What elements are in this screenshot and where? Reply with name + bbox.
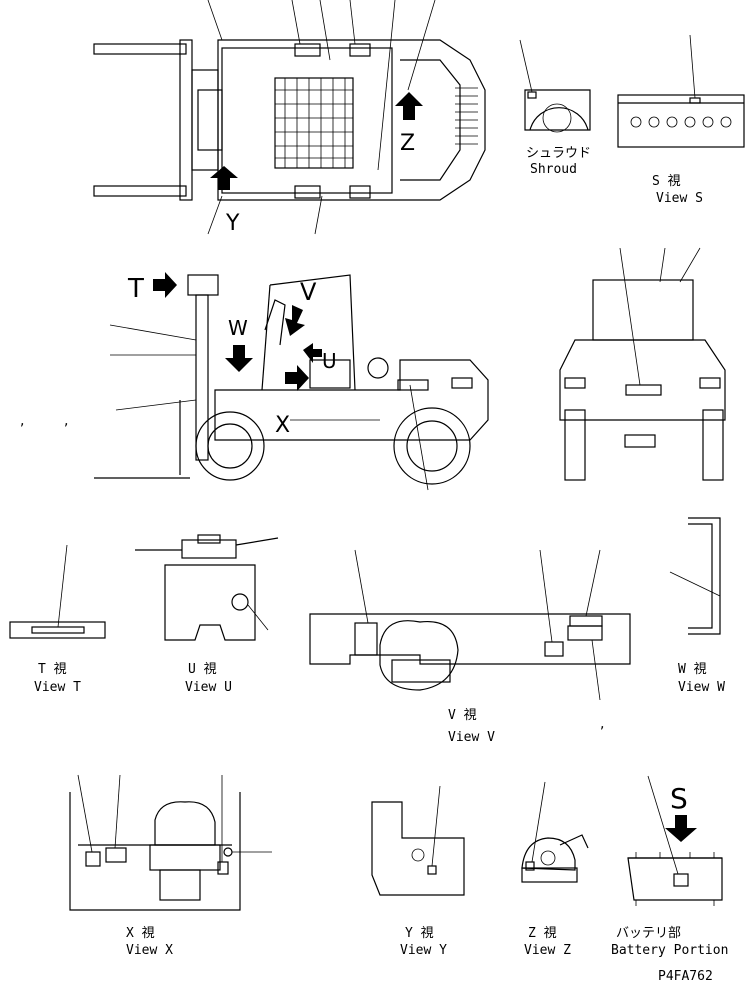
shroud-jp-label: シュラウド xyxy=(526,146,591,161)
view-s-jp-label: S 視 xyxy=(652,174,681,189)
view-u-detail: U 視 View U xyxy=(135,534,279,695)
rear-view-forklift xyxy=(559,247,726,481)
view-t-en-label: View T xyxy=(34,680,81,695)
battery-jp-label: バッテリ部 xyxy=(616,926,681,941)
comma-mark-3: , xyxy=(600,716,604,732)
letter-s: S xyxy=(670,782,688,815)
view-x-jp-label: X 視 xyxy=(126,926,155,941)
view-v-detail: V 視 View V , xyxy=(309,549,631,745)
shroud-en-label: Shroud xyxy=(530,162,577,177)
comma-mark-2: , xyxy=(64,413,68,429)
view-y-en-label: View Y xyxy=(400,943,447,958)
side-view-forklift: T W V U X , , xyxy=(20,272,489,491)
view-t-detail: T 視 View T xyxy=(9,544,106,695)
view-v-en-label: View V xyxy=(448,730,495,745)
view-w-jp-label: W 視 xyxy=(678,662,707,677)
view-z-detail: Z 視 View Z xyxy=(521,781,589,958)
battery-en-label: Battery Portion xyxy=(611,943,728,958)
view-v-jp-label: V 視 xyxy=(448,708,477,723)
view-z-en-label: View Z xyxy=(524,943,571,958)
view-z-jp-label: Z 視 xyxy=(528,926,557,941)
letter-w: W xyxy=(228,316,248,340)
view-x-detail: X 視 View X xyxy=(69,774,272,958)
letter-u: U xyxy=(322,349,337,373)
view-s-en-label: View S xyxy=(656,191,703,206)
letter-v: V xyxy=(300,278,317,306)
view-t-jp-label: T 視 xyxy=(38,662,67,677)
comma-mark-1: , xyxy=(20,413,24,429)
view-y-jp-label: Y 視 xyxy=(405,926,434,941)
view-w-en-label: View W xyxy=(678,680,725,695)
drawing-code: P4FA762 xyxy=(658,969,713,981)
letter-z-top: Z xyxy=(400,131,415,156)
view-x-en-label: View X xyxy=(126,943,173,958)
view-y-detail: Y 視 View Y xyxy=(371,785,465,958)
view-u-en-label: View U xyxy=(185,680,232,695)
view-u-jp-label: U 視 xyxy=(188,662,217,677)
top-view-forklift: Z Y xyxy=(93,0,486,236)
view-s-detail: S 視 View S xyxy=(617,34,745,206)
shroud-detail: シュラウド Shroud xyxy=(519,39,591,177)
letter-t: T xyxy=(127,274,144,304)
letter-y-top: Y xyxy=(225,211,240,236)
view-w-detail: W 視 View W xyxy=(669,517,725,695)
battery-portion-detail: S バッテリ部 Battery Portion xyxy=(611,775,728,958)
letter-x: X xyxy=(275,413,290,438)
